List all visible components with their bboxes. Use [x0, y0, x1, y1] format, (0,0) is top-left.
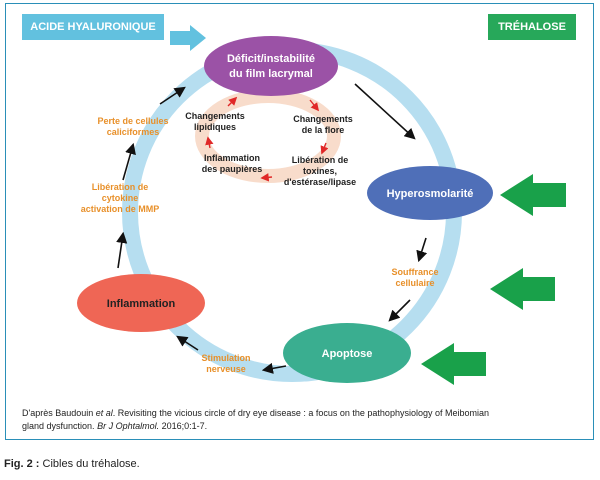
node-inflammation-label: Inflammation	[107, 298, 176, 310]
node-hyperosmolarite	[367, 166, 493, 220]
figure-frame	[5, 3, 594, 440]
red-arrow-to-lipidiques	[205, 136, 214, 149]
acide-hyaluronique-arrow	[170, 25, 206, 51]
arrow-stimulation-to-inflammation	[176, 335, 199, 351]
arrow-inflammation-to-cytokine	[116, 231, 128, 269]
red-arrow-to-toxines	[320, 142, 329, 155]
caption-line2-end: 2016;0:1-7.	[159, 421, 208, 431]
node-hyperosmolarite-label: Hyperosmolarité	[387, 188, 474, 200]
caption-line2-start: gland dysfunction.	[22, 421, 98, 431]
caption-prefix: D'après Baudouin	[22, 408, 96, 418]
inner-label-flore-1: Changements	[293, 114, 353, 124]
inner-label-flore-2: de la flore	[302, 125, 345, 135]
trehalose-arrow-hyperosmolarite	[500, 174, 566, 216]
arrow-deficit-to-hyperosmolarite	[354, 83, 416, 140]
figure-caption: Fig. 2 : Cibles du tréhalose.	[4, 458, 140, 470]
arrow-cytokine-to-perte	[122, 142, 136, 181]
inner-label-lipidiques-1: Changements	[185, 111, 245, 121]
label-perte-cellules-1: Perte de cellules	[97, 116, 168, 126]
inner-label-toxines-1: Libération de	[292, 155, 349, 165]
node-apoptose-label: Apoptose	[322, 348, 373, 360]
trehalose-arrow-souffrance	[490, 268, 555, 310]
inner-label-lipidiques-2: lipidiques	[194, 122, 236, 132]
reference-caption-line-2: gland dysfunction. Br J Ophtalmol. 2016;…	[22, 421, 207, 431]
arrow-hyperosmolarite-to-souffrance	[416, 237, 428, 263]
trehalose-arrow-apoptose	[421, 343, 486, 385]
arrow-apoptose-to-stimulation	[261, 362, 287, 374]
label-souffrance-1: Souffrance	[391, 267, 438, 277]
node-apoptose	[283, 323, 411, 383]
label-souffrance-2: cellulaire	[395, 278, 434, 288]
red-arrow-to-paupieres	[260, 173, 273, 182]
arrow-perte-to-deficit	[159, 86, 186, 105]
figure-label: Fig. 2 :	[4, 458, 40, 470]
label-perte-cellules-2: caliciformes	[107, 127, 160, 137]
caption-etal: et al	[95, 408, 113, 418]
figure-text: Cibles du tréhalose.	[39, 458, 140, 470]
label-stimulation-2: nerveuse	[206, 364, 246, 374]
inner-label-paupieres-2: des paupières	[202, 164, 263, 174]
inner-label-paupieres-1: Inflammation	[204, 153, 260, 163]
node-inflammation	[77, 274, 205, 332]
inner-label-toxines-3: d'estérase/lipase	[284, 177, 356, 187]
red-arrow-to-flore	[309, 99, 320, 112]
node-deficit-film-lacrymal	[204, 36, 338, 96]
trehalose-tag: TRÉHALOSE	[488, 14, 576, 40]
node-deficit-line-2: du film lacrymal	[229, 68, 313, 80]
caption-title: . Revisiting the vicious circle of dry e…	[112, 408, 489, 418]
red-arrow-to-deficit	[227, 96, 238, 107]
acide-hyaluronique-tag: ACIDE HYALURONIQUE	[22, 14, 164, 40]
label-cytokine-1: Libération de	[92, 182, 149, 192]
label-stimulation-1: Stimulation	[202, 353, 251, 363]
label-cytokine-3: activation de MMP	[81, 204, 160, 214]
node-deficit-line-1: Déficit/instabilité	[227, 53, 315, 65]
reference-caption-line-1: D'après Baudouin et al. Revisiting the v…	[22, 408, 489, 418]
caption-journal: Br J Ophtalmol.	[97, 421, 160, 431]
label-cytokine-2: cytokine	[102, 193, 139, 203]
arrow-souffrance-to-apoptose	[388, 299, 411, 322]
inner-label-toxines-2: toxines,	[303, 166, 337, 176]
